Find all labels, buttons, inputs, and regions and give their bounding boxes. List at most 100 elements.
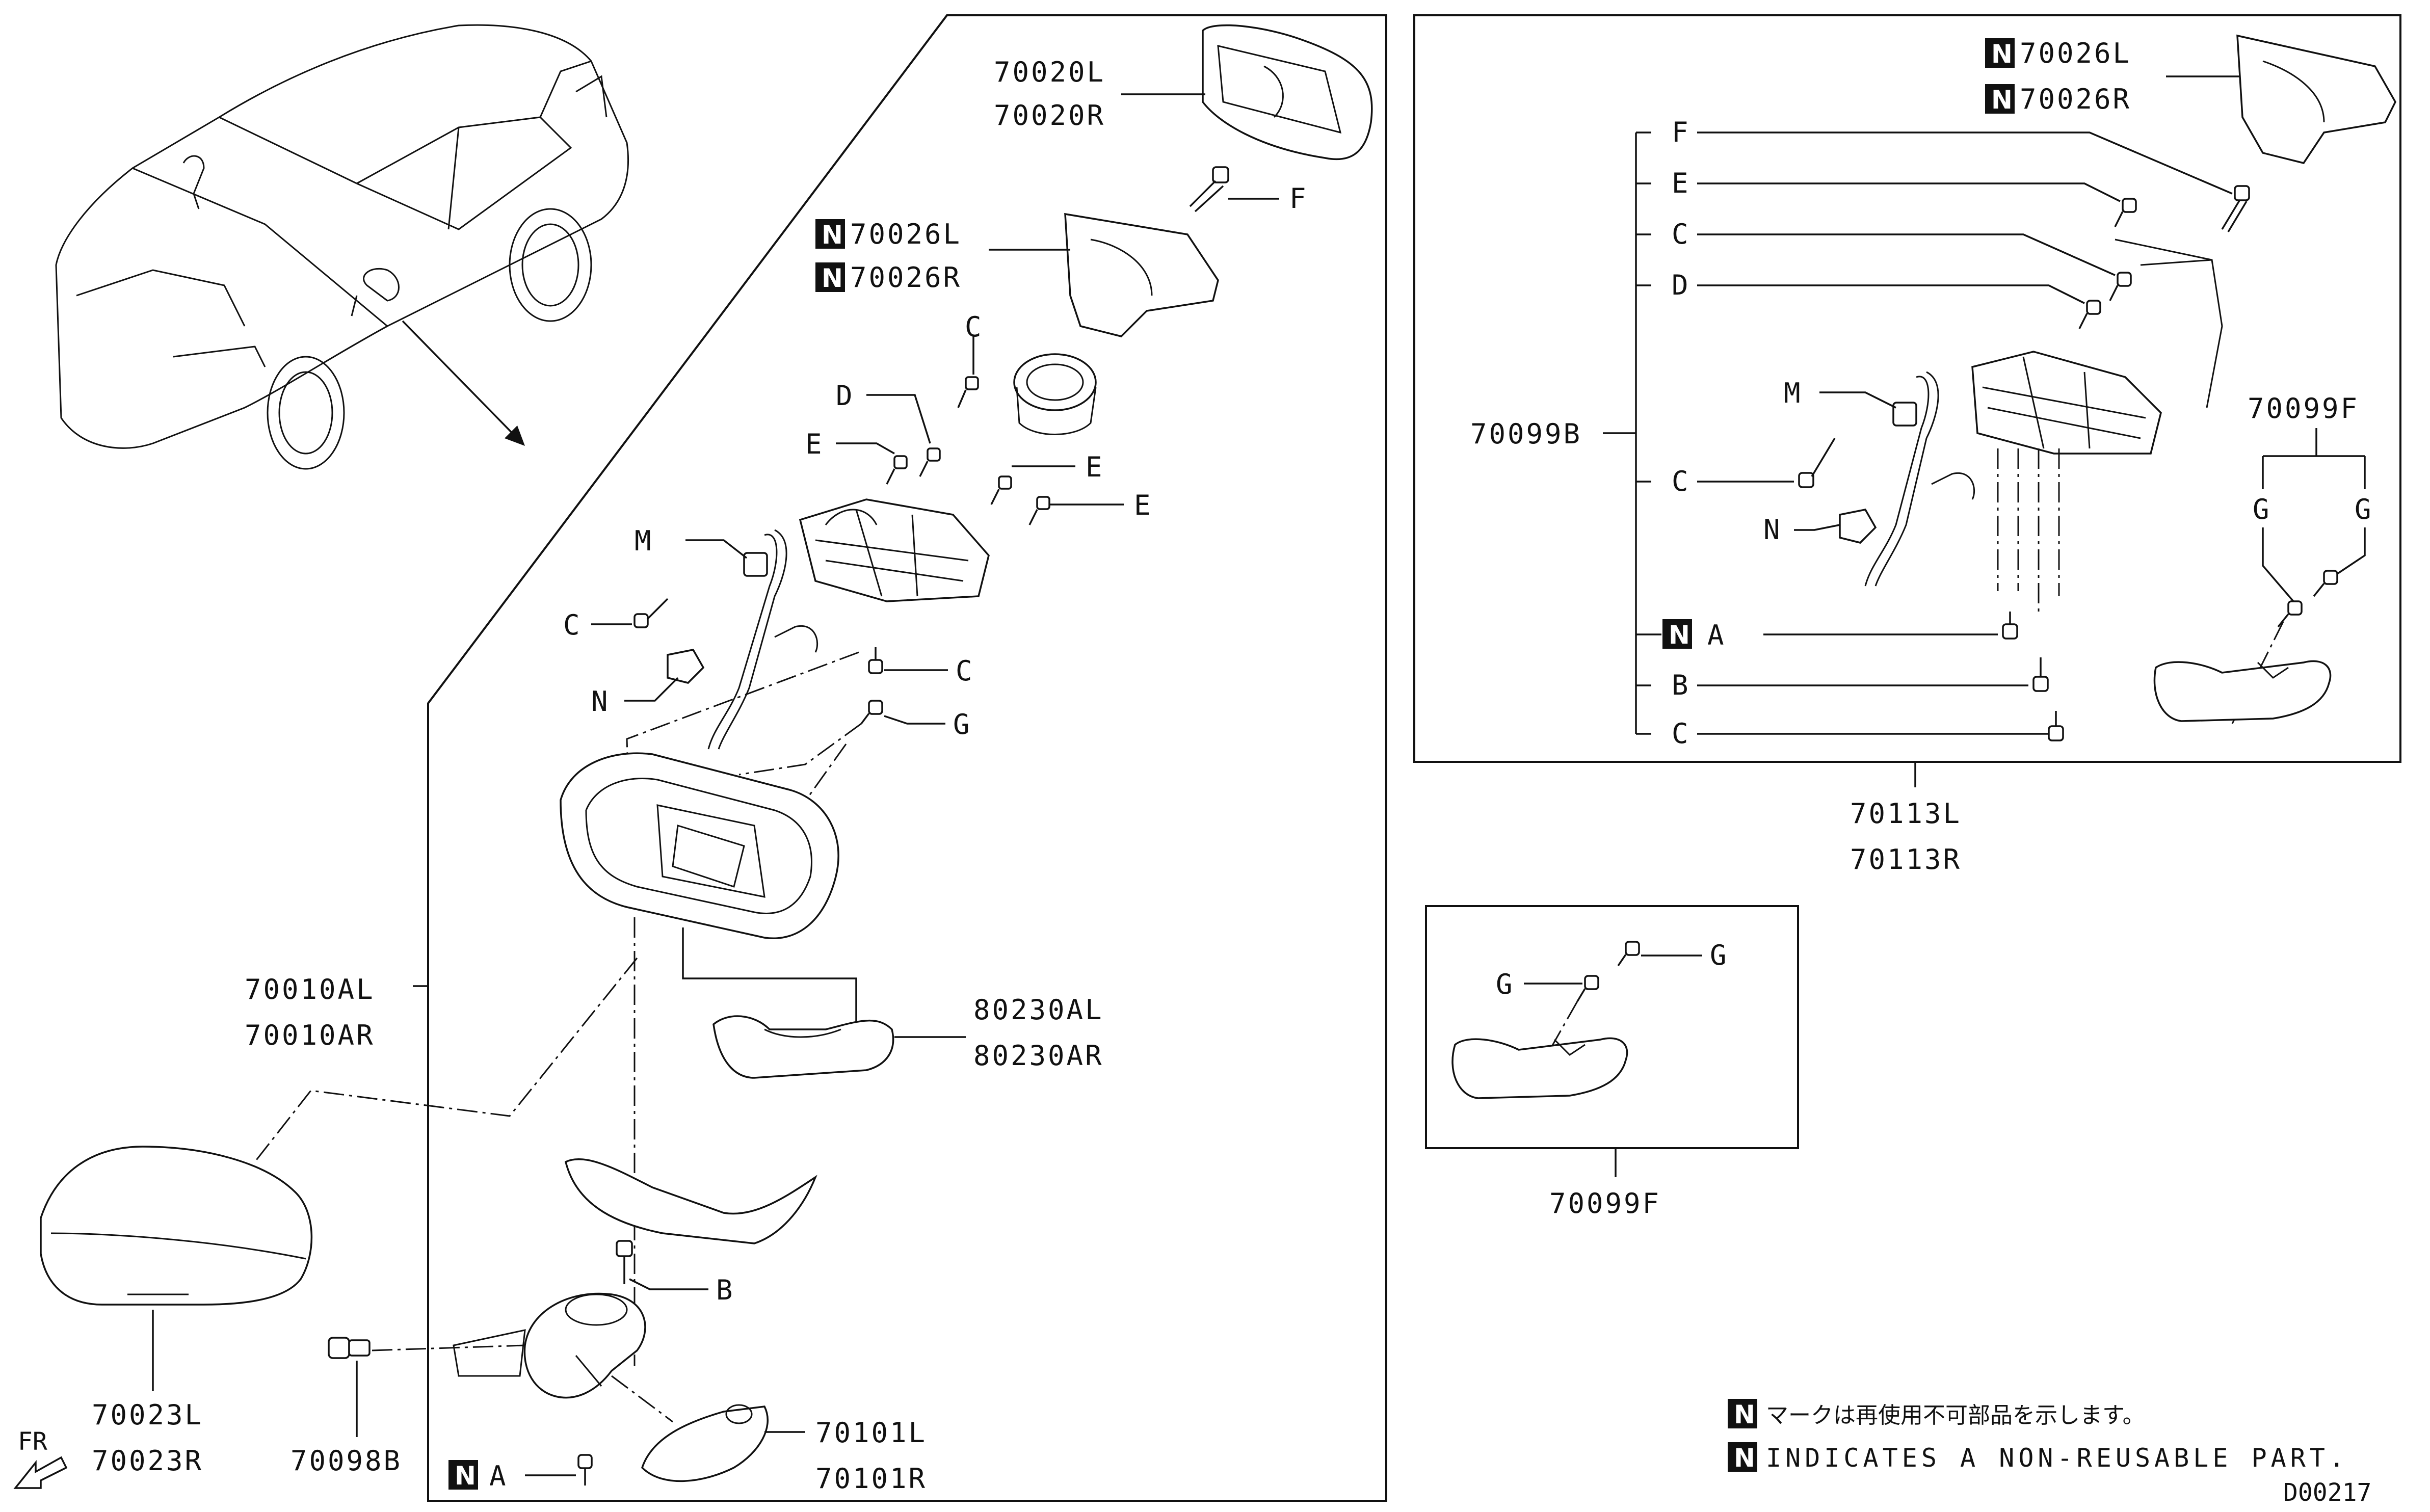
- svg-text:N: N: [822, 263, 843, 293]
- letter-d-2: D: [1672, 269, 1691, 301]
- label-70113R: 70113R: [1850, 843, 1962, 876]
- label-70023L: 70023L: [92, 1399, 203, 1431]
- screw-c-mid: [868, 647, 883, 674]
- assy-frame: [1413, 14, 2401, 763]
- label-70026L: 70026L: [850, 218, 962, 250]
- label-70099B: 70099B: [1470, 418, 1582, 450]
- bolt-b: [616, 1240, 633, 1284]
- screw-c-left: [633, 598, 669, 628]
- cover-70026-right: [2236, 34, 2396, 164]
- svg-text:N: N: [822, 220, 843, 250]
- lamp-lens-box: [1451, 1037, 1628, 1099]
- connector-n-right: [1839, 509, 1877, 544]
- screw-e-3: [1028, 496, 1050, 525]
- base-plate: [453, 1329, 526, 1377]
- letter-n: N: [591, 685, 610, 718]
- label-70113L: 70113L: [1850, 798, 1962, 830]
- svg-text:N: N: [1734, 1400, 1755, 1429]
- letter-e-3: E: [1134, 489, 1153, 521]
- screw-g-right-1: [2277, 600, 2303, 628]
- svg-text:N: N: [1734, 1443, 1755, 1473]
- letter-a-2: A: [1707, 619, 1726, 651]
- letter-f: F: [1289, 182, 1308, 215]
- legend-n-mark-jp: [1728, 1399, 1757, 1428]
- letter-c-1: C: [965, 311, 984, 343]
- screw-c-right-2: [1798, 438, 1836, 488]
- letter-g-5: G: [1710, 939, 1729, 971]
- letter-c-3: C: [956, 655, 974, 687]
- letter-e-1: E: [805, 428, 824, 460]
- bolt-f: [1189, 166, 1229, 213]
- bolt-b-right: [2032, 657, 2049, 692]
- car-illustration: [55, 24, 629, 470]
- letter-g-2: G: [2253, 493, 2271, 525]
- main-frame: [427, 14, 1387, 1502]
- letter-c-2: C: [563, 609, 582, 641]
- letter-g-3: G: [2355, 493, 2373, 525]
- motor: [1013, 353, 1097, 435]
- car-arrow-head: [505, 426, 525, 446]
- car-arrow-shaft: [402, 320, 518, 439]
- label-70101R: 70101R: [815, 1463, 927, 1495]
- letter-c-6: C: [1672, 718, 1691, 750]
- connector-m: [743, 552, 768, 577]
- n-mark-70026L-right: [1985, 38, 2015, 68]
- letter-n-2: N: [1763, 514, 1782, 546]
- svg-text:N: N: [1991, 39, 2013, 69]
- n-mark-70026R: [815, 262, 845, 292]
- label-80230AL: 80230AL: [973, 994, 1104, 1026]
- screw-a: [577, 1454, 593, 1486]
- screw-c-top: [957, 376, 979, 408]
- n-mark-70026L: [815, 219, 845, 249]
- screw-d: [919, 447, 941, 477]
- cover-70026: [1064, 213, 1219, 337]
- lamp-lens-right: [2153, 660, 2332, 722]
- connector-n: [667, 649, 705, 684]
- letter-e-2: E: [1086, 451, 1104, 483]
- letter-a-1: A: [489, 1460, 508, 1492]
- mirror-base: [523, 1292, 646, 1399]
- letter-m-2: M: [1784, 377, 1803, 409]
- svg-text:N: N: [455, 1461, 476, 1491]
- wire-harness: [707, 529, 818, 750]
- label-70099F-right: 70099F: [2248, 392, 2359, 425]
- n-mark-a: [448, 1460, 478, 1490]
- actuator-right: [1971, 238, 2223, 455]
- letter-g-1: G: [953, 708, 972, 740]
- letter-d: D: [836, 380, 855, 412]
- n-mark-70026R-right: [1985, 84, 2015, 114]
- n-mark-a-right: [1662, 619, 1692, 649]
- label-70098B: 70098B: [290, 1445, 402, 1477]
- mirror-cap: [40, 1146, 313, 1306]
- label-70010AL: 70010AL: [245, 973, 375, 1005]
- turn-lamp: [712, 1015, 894, 1079]
- label-70026R-right: 70026R: [2020, 83, 2131, 115]
- diagram-code: D00217: [2283, 1478, 2371, 1507]
- label-70101L: 70101L: [815, 1417, 927, 1449]
- screw-c-right-3: [2048, 711, 2064, 741]
- mirror-housing: [560, 752, 839, 939]
- screw-c-right-1: [2109, 272, 2132, 301]
- screw-g: [860, 700, 883, 725]
- wire-harness-right: [1864, 371, 1975, 587]
- mirror-glass: [1202, 24, 1373, 161]
- label-80230AR: 80230AR: [973, 1040, 1104, 1072]
- letter-e-4: E: [1672, 167, 1691, 199]
- letter-b-1: B: [716, 1274, 735, 1306]
- base-cover: [641, 1404, 769, 1482]
- letter-m: M: [635, 525, 653, 557]
- label-70023R: 70023R: [92, 1445, 203, 1477]
- letter-c-5: C: [1672, 465, 1691, 497]
- fr-indicator: FR: [13, 1427, 68, 1489]
- screw-d-right: [2078, 300, 2101, 329]
- bolt-f-right: [2221, 185, 2250, 232]
- screw-e-1: [886, 455, 908, 485]
- legend-jp-text: マークは再使用不可部品を示します。: [1766, 1402, 2145, 1428]
- actuator-main: [799, 498, 990, 602]
- letter-b-2: B: [1672, 669, 1691, 701]
- svg-text:N: N: [1991, 85, 2013, 115]
- legend-n-mark-en: [1728, 1442, 1757, 1472]
- grommet-70098B: [328, 1337, 371, 1359]
